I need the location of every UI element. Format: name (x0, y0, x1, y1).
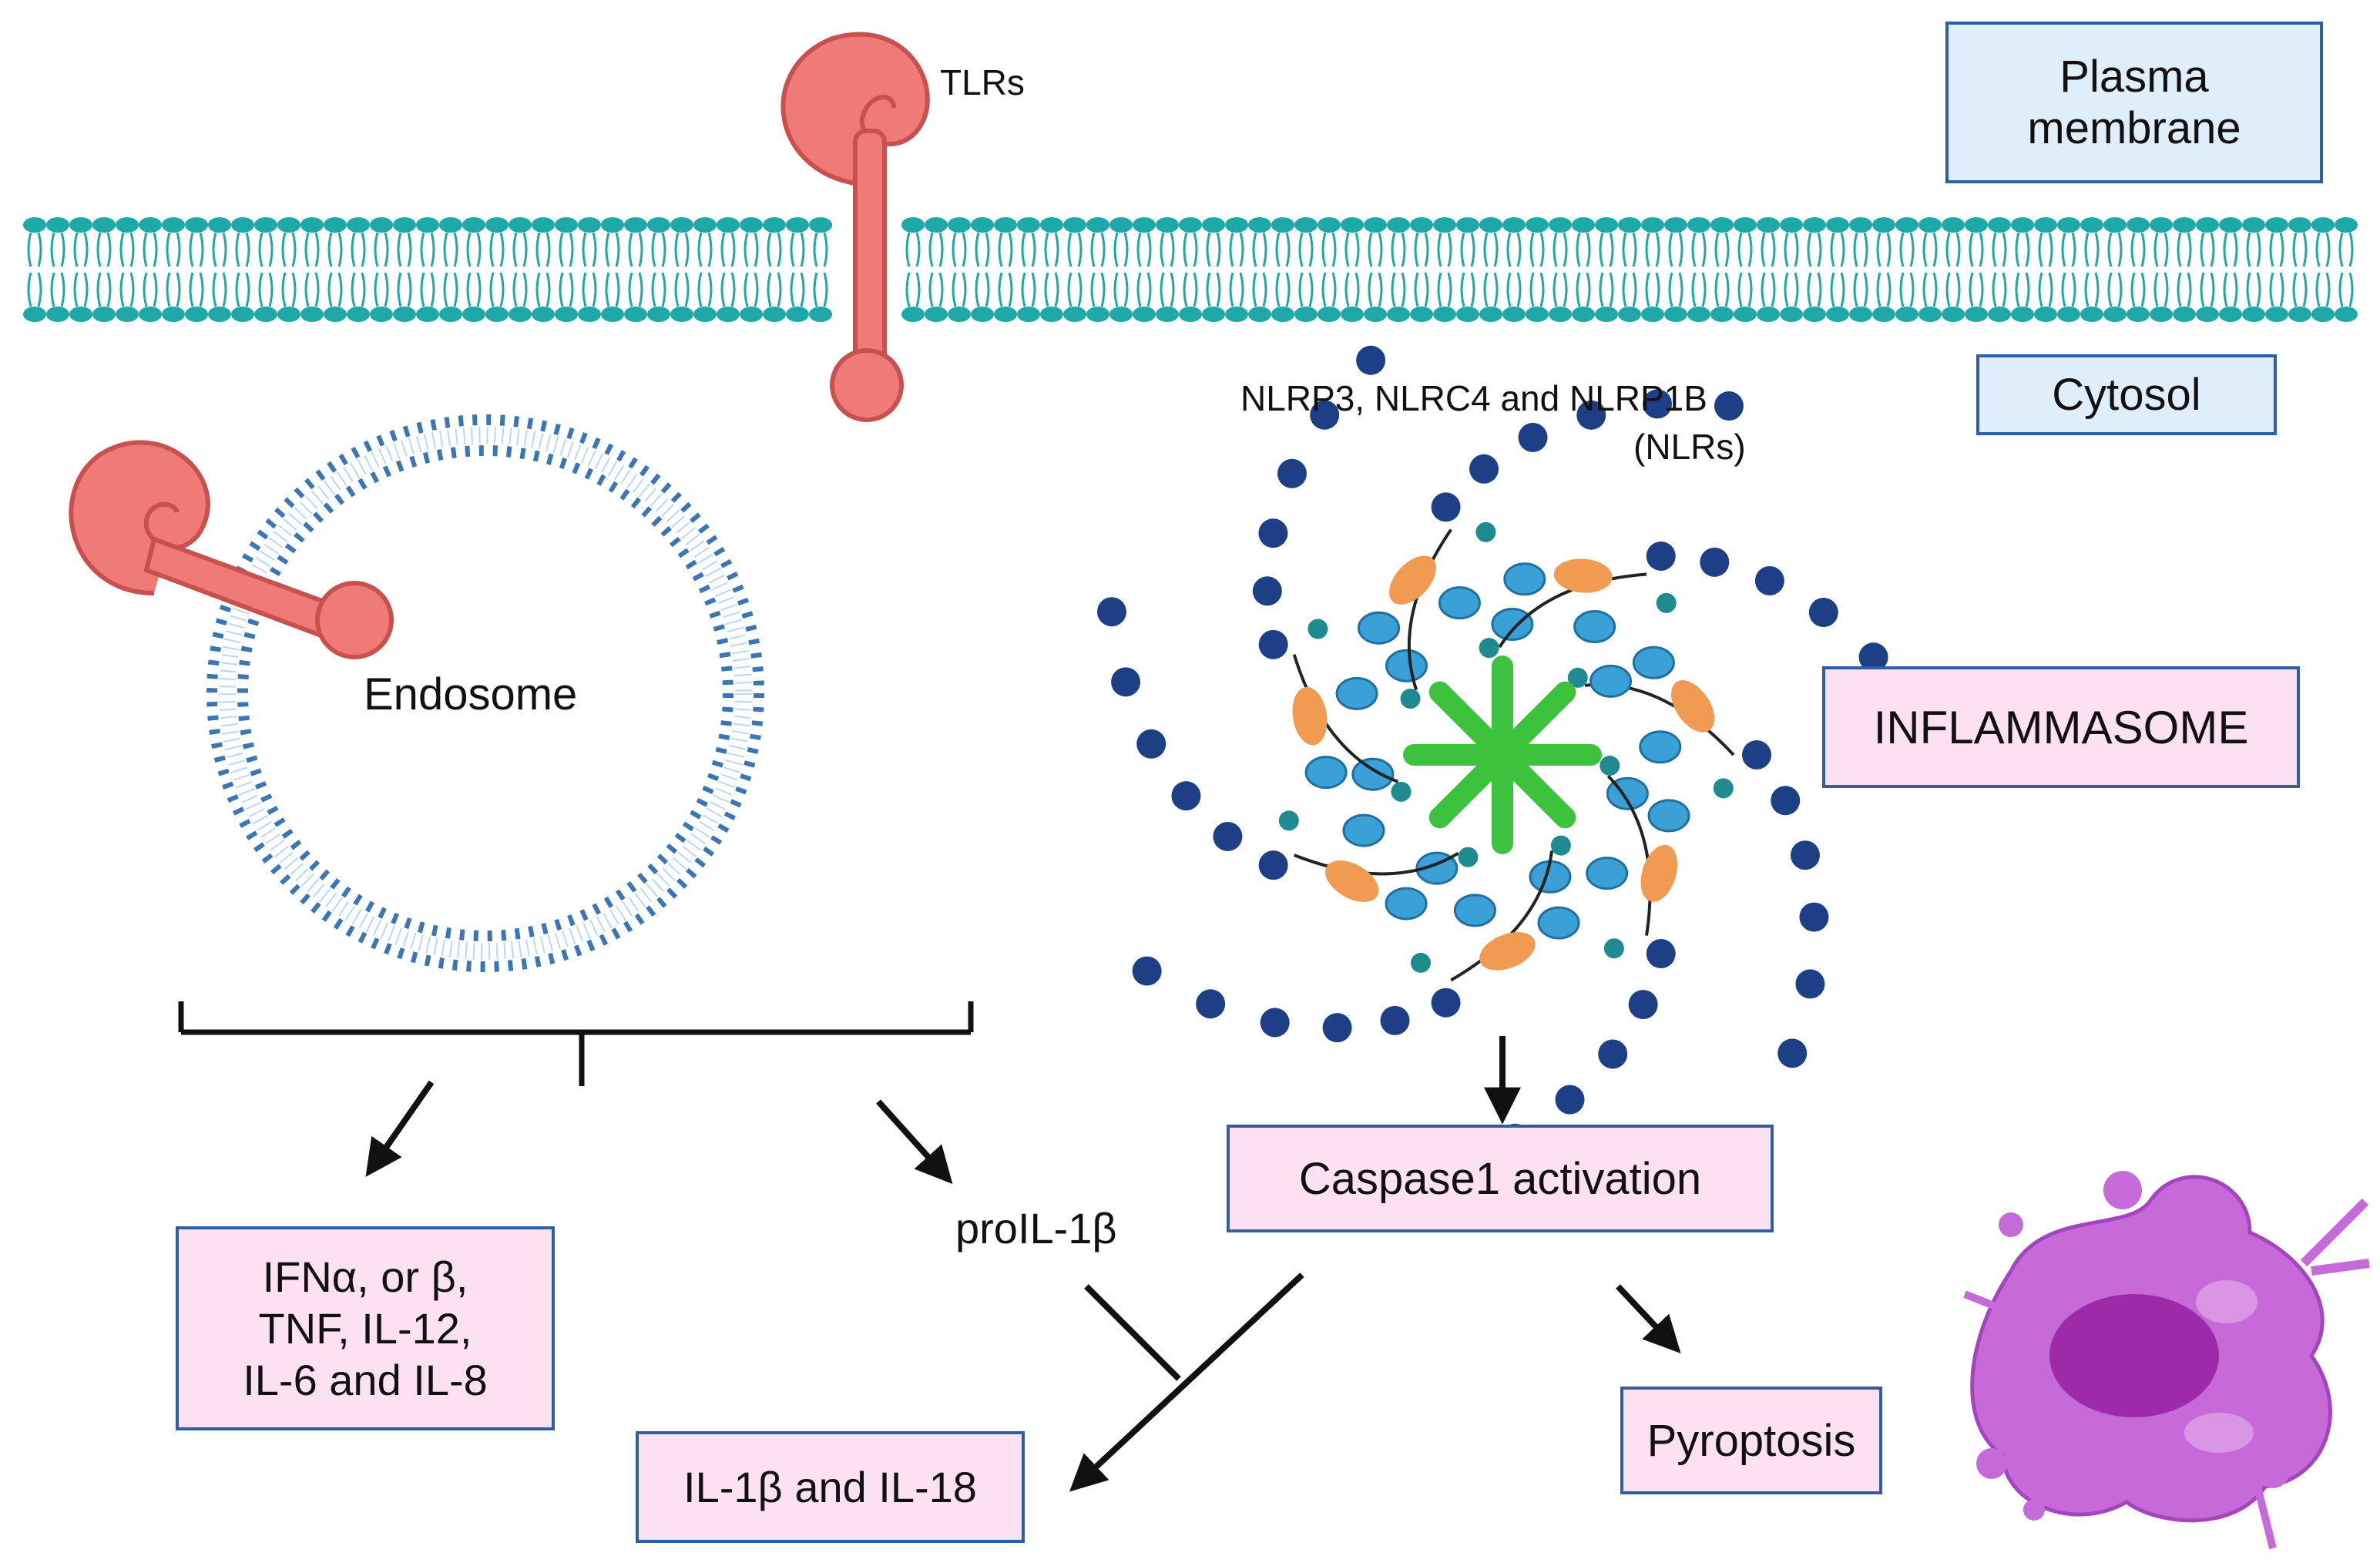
interferons-line3: IL-6 and IL-8 (243, 1356, 488, 1405)
arrow-to-il1b (1069, 1273, 1304, 1492)
plasma-membrane-line2: membrane (2027, 103, 2241, 153)
tlr-receptor-endosome (69, 440, 394, 659)
caspase-box: Caspase1 activation (1227, 1125, 1774, 1232)
tlrs-label: TLRs (940, 62, 1025, 102)
merge-line-proil (1084, 1284, 1181, 1381)
tlr-receptor-membrane (780, 32, 930, 422)
plasma-membrane-box: Plasma membrane (1945, 22, 2323, 183)
interferons-box: IFNα, or β, TNF, IL-12, IL-6 and IL-8 (176, 1226, 555, 1430)
interferons-line2: TNF, IL-12, (258, 1303, 472, 1353)
endosome-label: Endosome (364, 669, 578, 719)
arrow-to-interferons (365, 1080, 435, 1177)
il1b-il18-box: IL-1β and IL-18 (636, 1431, 1025, 1543)
pyroptotic-cell (1963, 1171, 2370, 1550)
endosome-vesicle (206, 414, 764, 972)
interferons-line1: IFNα, or β, (262, 1252, 468, 1301)
arrow-to-proil (876, 1099, 953, 1185)
nlrs-label-line2: (NLRs) (1633, 427, 1746, 467)
arrow-to-pyroptosis (1616, 1284, 1681, 1354)
arrows (365, 1036, 1681, 1492)
inflammasome-complex (1096, 345, 1932, 1182)
plasma-membrane-bilayer (23, 217, 2358, 322)
proil-label: proIL-1β (955, 1204, 1117, 1252)
inflammasome-box: INFLAMMASOME (1822, 666, 2300, 788)
nlrs-label-line1: NLRP3, NLRC4 and NLRP1B (1240, 378, 1707, 418)
plasma-membrane-line1: Plasma (2059, 52, 2209, 102)
bracket (178, 1001, 974, 1086)
cytosol-box: Cytosol (1976, 354, 2277, 435)
pyroptosis-box: Pyroptosis (1620, 1387, 1882, 1494)
